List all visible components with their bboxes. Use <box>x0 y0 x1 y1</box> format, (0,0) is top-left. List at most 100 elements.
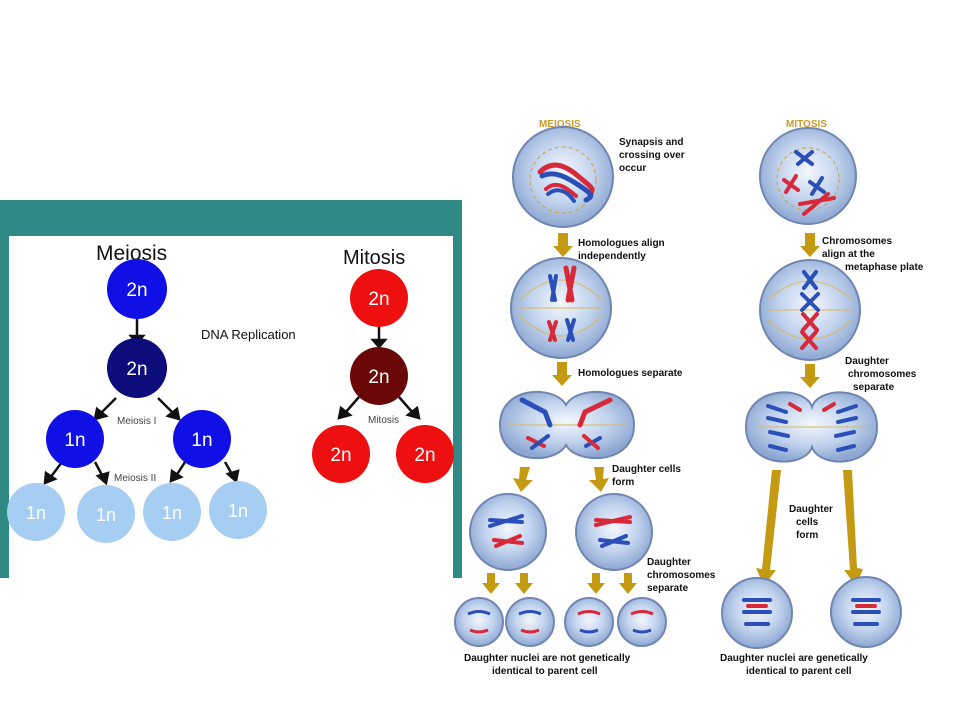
cell-label: 2n <box>368 289 389 310</box>
meiosis-i-cell <box>173 410 231 468</box>
step-text: Daughter chromosomes separate <box>845 356 917 393</box>
cell-label: 1n <box>228 501 248 521</box>
svg-text:identical to parent cell: identical to parent cell <box>492 666 598 677</box>
svg-text:Daughter: Daughter <box>789 504 833 515</box>
arrow-down <box>800 233 820 257</box>
svg-text:occur: occur <box>619 163 646 174</box>
mitosis-step-label: Mitosis <box>368 415 399 426</box>
mitosis-anaphase-cell <box>744 391 879 463</box>
cell-label: 2n <box>126 280 147 301</box>
arrow-down <box>553 233 573 257</box>
step-text: Daughter cells form <box>612 464 681 488</box>
meiosis-final-cell <box>617 597 667 647</box>
meiosis-header: MEIOSIS <box>539 119 581 130</box>
cell-label: 1n <box>26 503 46 523</box>
arrow-head <box>225 469 240 484</box>
meiosis-ii-cell <box>209 481 267 539</box>
svg-text:separate: separate <box>853 382 895 393</box>
svg-text:metaphase plate: metaphase plate <box>845 262 924 273</box>
arrow-head <box>93 406 109 421</box>
arrow-down <box>589 467 609 492</box>
svg-text:form: form <box>612 477 634 488</box>
mitosis-header: MITOSIS <box>786 119 827 130</box>
meiosis-i-label: Meiosis I <box>117 416 156 427</box>
meiosis-vs-mitosis-detailed-diagram: MEIOSIS MITOSIS Synapsis and crossing ov… <box>454 119 924 677</box>
arrow-down <box>843 470 863 586</box>
step-text: Daughter chromosomes separate <box>647 557 716 594</box>
svg-text:align at the: align at the <box>822 249 875 260</box>
svg-text:Daughter nuclei are geneticall: Daughter nuclei are genetically <box>720 653 868 664</box>
svg-text:Daughter cells: Daughter cells <box>612 464 681 475</box>
arrow-down <box>756 470 781 586</box>
meiosis-ii-cell <box>469 493 547 571</box>
cell-label: 2n <box>126 359 147 380</box>
step-text: Homologues separate <box>578 368 683 379</box>
arrow-head <box>95 471 110 486</box>
svg-text:Synapsis and: Synapsis and <box>619 137 683 148</box>
meiosis-final-cell <box>505 597 555 647</box>
arrow-head <box>337 405 353 420</box>
svg-text:Daughter: Daughter <box>845 356 889 367</box>
svg-text:form: form <box>796 530 818 541</box>
meiosis-ii-cell <box>575 493 653 571</box>
step-text: Chromosomes align at the metaphase plate <box>822 236 924 273</box>
arrow <box>398 396 414 414</box>
cell-label: 2n <box>330 445 351 466</box>
meiosis-final-cell <box>564 597 614 647</box>
mitosis-final-cell <box>721 577 793 649</box>
step-text: Synapsis and crossing over occur <box>619 137 685 174</box>
arrow <box>344 396 360 414</box>
meiosis-ii-cell <box>77 485 135 543</box>
meiosis-mitosis-summary-diagram: Meiosis Mitosis DNA Replication Meiosis … <box>0 200 462 578</box>
mitosis-daughter-cell <box>396 425 454 483</box>
arrow-down <box>552 362 572 386</box>
meiosis-anaphase-cell <box>498 391 636 459</box>
svg-text:chromosomes: chromosomes <box>848 369 917 380</box>
meiosis-title: Meiosis <box>96 242 167 265</box>
svg-text:independently: independently <box>578 251 646 262</box>
svg-text:separate: separate <box>647 583 689 594</box>
arrow-head <box>169 468 184 483</box>
meiosis-prophase-cell <box>512 126 614 228</box>
cell-label: 1n <box>64 430 85 451</box>
meiosis-parent-cell <box>107 259 167 319</box>
cell-label: 1n <box>96 505 116 525</box>
mitosis-metaphase-cell <box>759 259 861 361</box>
svg-text:crossing over: crossing over <box>619 150 685 161</box>
arrow-head <box>405 405 421 420</box>
mitosis-parent-cell <box>350 269 408 327</box>
mitosis-prophase-cell <box>759 127 857 225</box>
arrow <box>99 397 117 415</box>
mitosis-title: Mitosis <box>343 247 405 269</box>
arrow-down <box>513 467 533 492</box>
meiosis-final-cell <box>454 597 504 647</box>
meiosis-replicated-cell <box>107 338 167 398</box>
result-text: Daughter nuclei are genetically identica… <box>720 653 868 677</box>
arrow-down <box>800 364 820 388</box>
svg-text:cells: cells <box>796 517 819 528</box>
arrow-head <box>43 470 58 485</box>
svg-text:identical to parent cell: identical to parent cell <box>746 666 852 677</box>
svg-text:Daughter: Daughter <box>647 557 691 568</box>
svg-text:Chromosomes: Chromosomes <box>822 236 892 247</box>
arrow-down <box>482 573 637 594</box>
mitosis-replicated-cell <box>350 347 408 405</box>
svg-text:Homologues align: Homologues align <box>578 238 665 249</box>
cell-label: 1n <box>191 430 212 451</box>
meiosis-ii-label: Meiosis II <box>114 473 156 484</box>
cell-label: 1n <box>162 503 182 523</box>
meiosis-ii-cell <box>7 483 65 541</box>
step-text: Daughter cells form <box>789 504 833 541</box>
meiosis-i-cell <box>46 410 104 468</box>
svg-text:chromosomes: chromosomes <box>647 570 716 581</box>
dna-replication-label: DNA Replication <box>201 327 296 342</box>
cell-label: 2n <box>414 445 435 466</box>
result-text: Daughter nuclei are not genetically iden… <box>464 653 631 677</box>
meiosis-metaphase-cell <box>510 257 612 359</box>
meiosis-ii-cell <box>143 483 201 541</box>
arrow-head <box>165 406 181 421</box>
mitosis-final-cell <box>830 576 902 648</box>
arrow-head <box>370 338 388 349</box>
arrow <box>157 397 175 415</box>
mitosis-daughter-cell <box>312 425 370 483</box>
